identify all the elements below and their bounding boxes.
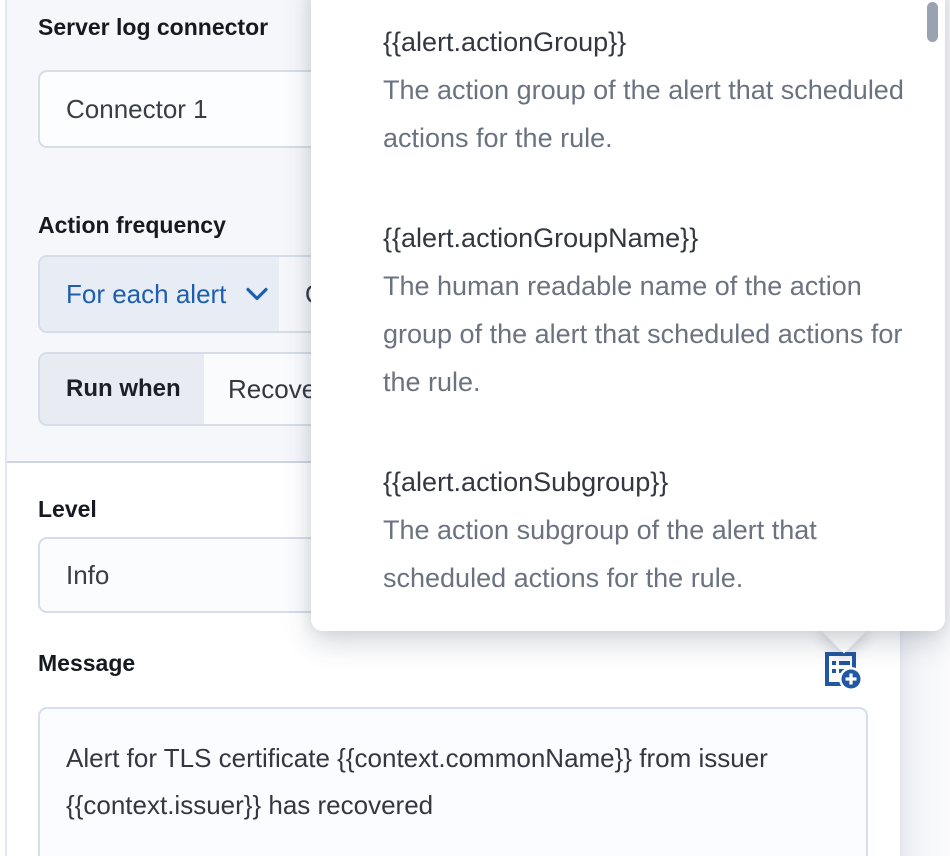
variable-description: The action group of the alert that sched…: [383, 75, 904, 153]
variable-list-item[interactable]: {{alert.actionGroupName}} The human reada…: [383, 214, 905, 406]
variable-name: {{alert.actionGroup}}: [383, 27, 627, 57]
variable-description: The action subgroup of the alert that sc…: [383, 515, 817, 593]
popover-scrollbar-thumb[interactable]: [927, 2, 938, 42]
action-frequency-label: Action frequency: [38, 212, 226, 238]
variable-list-item[interactable]: {{alert.actionGroup}} The action group of…: [383, 18, 905, 162]
level-label: Level: [38, 496, 97, 522]
variable-name: {{alert.actionSubgroup}}: [383, 467, 669, 497]
frequency-dropdown-value: For each alert: [66, 278, 227, 309]
variable-list: {{alert.actionGroup}} The action group of…: [383, 18, 905, 631]
run-when-label-text: Run when: [66, 375, 181, 402]
variable-name: {{alert.actionGroupName}}: [383, 223, 699, 253]
frequency-dropdown[interactable]: For each alert: [40, 257, 279, 331]
variable-description: The human readable name of the action gr…: [383, 271, 903, 397]
message-textarea[interactable]: Alert for TLS certificate {{context.comm…: [38, 707, 868, 856]
connector-select-value: Connector 1: [66, 93, 208, 124]
run-when-label: Run when: [40, 354, 204, 424]
add-variable-button[interactable]: [822, 650, 863, 691]
alert-variables-popover: {{alert.actionGroup}} The action group of…: [311, 0, 945, 631]
variable-list-item[interactable]: {{alert.actionSubgroup}} The action subgr…: [383, 458, 905, 602]
message-label: Message: [38, 650, 136, 676]
level-select-value: Info: [66, 559, 110, 590]
section-title: Server log connector: [38, 14, 269, 40]
add-variable-icon: [825, 652, 863, 691]
chevron-down-icon: [246, 287, 269, 301]
